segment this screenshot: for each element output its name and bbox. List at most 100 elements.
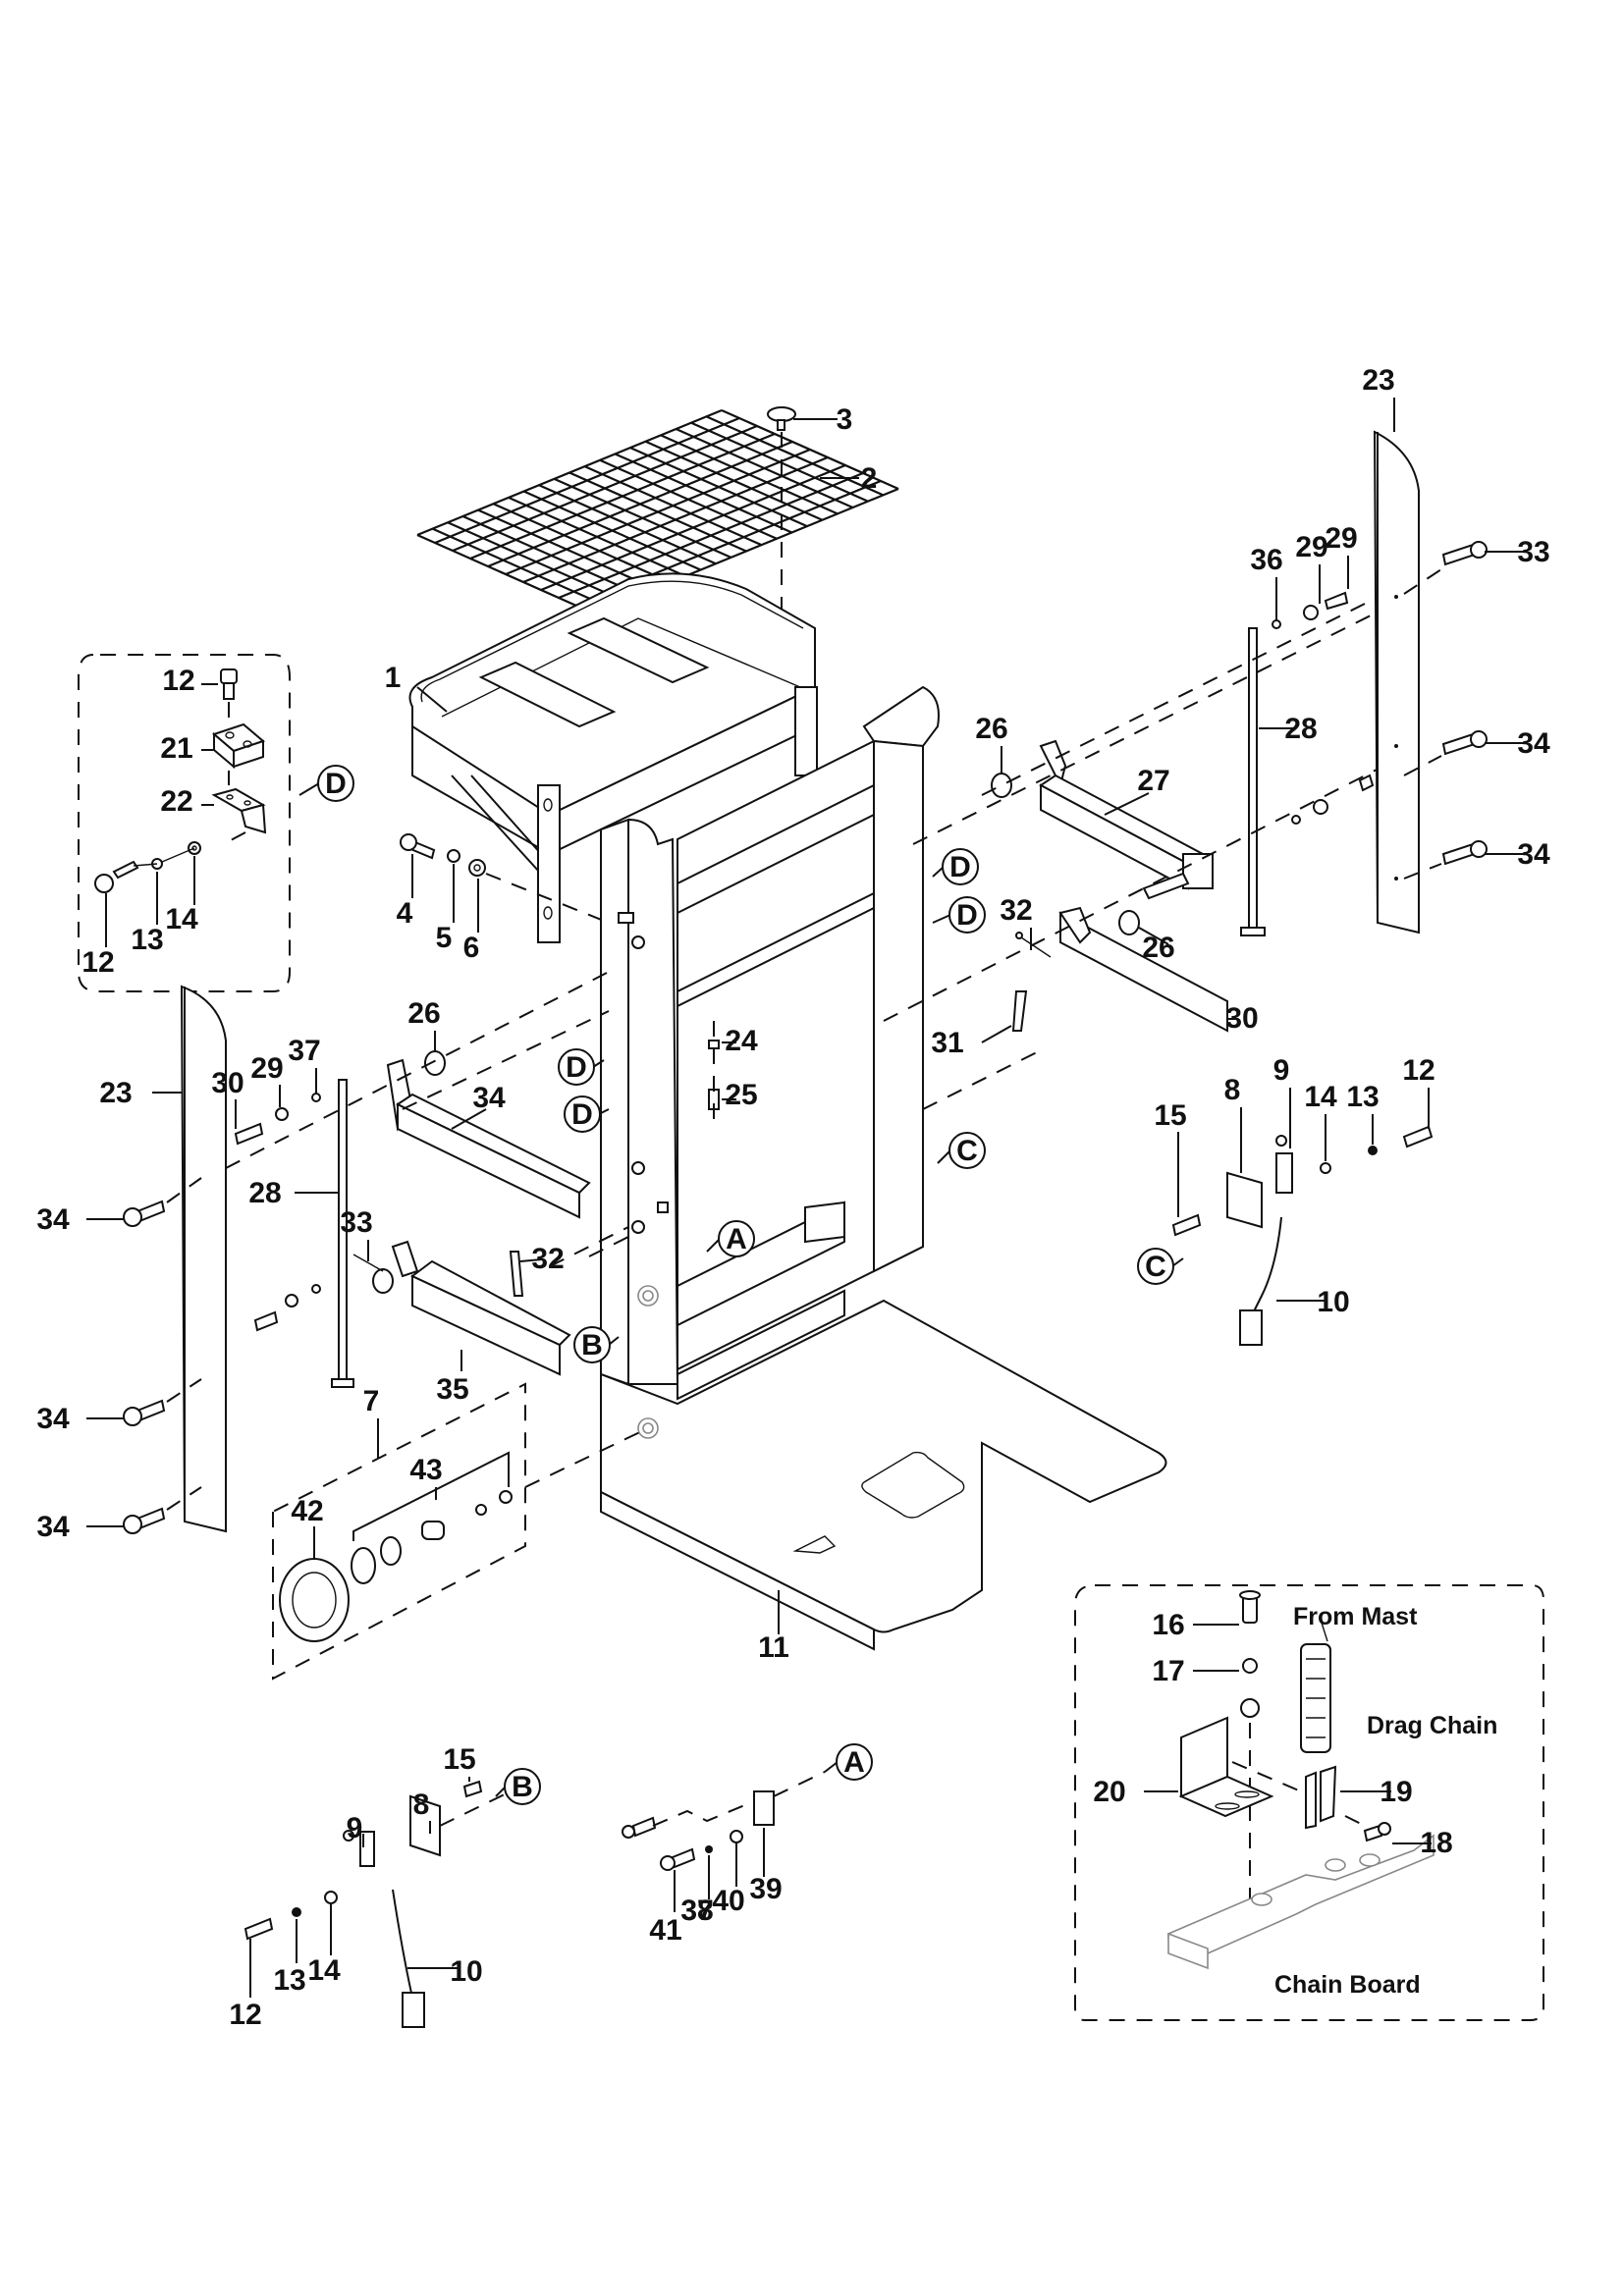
part-number-22: 22 <box>160 785 192 818</box>
marker-circle <box>836 1743 873 1781</box>
marker-letter: B <box>512 1771 533 1803</box>
part-number-33: 33 <box>1517 536 1549 568</box>
part-number-29: 29 <box>1325 522 1357 555</box>
part-number-2: 2 <box>861 462 878 495</box>
part-number-13: 13 <box>1346 1081 1379 1113</box>
side-panel-right <box>1373 430 1488 934</box>
part-number-8: 8 <box>413 1789 430 1821</box>
mesh-wire <box>469 432 776 561</box>
part-number-19: 19 <box>1380 1776 1412 1808</box>
left-arms <box>234 1050 591 1388</box>
reference-marker-a: A <box>824 1743 873 1781</box>
mesh-wire <box>452 424 758 553</box>
part-number-34: 34 <box>36 1403 70 1435</box>
part-number-5: 5 <box>436 922 453 954</box>
side-panel-left <box>123 985 227 1534</box>
limit-switch-left <box>244 1780 483 2028</box>
marker-leader <box>937 1149 951 1164</box>
leader-line <box>1138 927 1169 945</box>
part-number-23: 23 <box>1362 364 1394 397</box>
part-number-8: 8 <box>1224 1074 1241 1106</box>
part-number-10: 10 <box>1317 1286 1349 1318</box>
bolt-icon <box>1441 541 1488 866</box>
detail-box-d <box>78 654 291 992</box>
part-number-18: 18 <box>1420 1827 1452 1859</box>
reference-marker-d: D <box>932 848 979 885</box>
part-number-12: 12 <box>1402 1054 1435 1087</box>
part-number-12: 12 <box>162 665 194 697</box>
marker-circle <box>948 896 986 934</box>
part-number-13: 13 <box>273 1964 305 1997</box>
part-number-10: 10 <box>450 1955 482 1988</box>
part-number-36: 36 <box>1250 544 1282 576</box>
drag-chain-icon <box>1300 1643 1331 1753</box>
upper-right-arm <box>991 591 1375 1033</box>
leader-line <box>416 686 448 713</box>
pin-icon <box>618 912 669 1234</box>
block-icon <box>212 722 265 770</box>
part-number-26: 26 <box>975 713 1007 745</box>
reference-marker-c: C <box>937 1132 986 1169</box>
leader-line <box>981 1025 1012 1043</box>
mesh-wire <box>416 408 723 537</box>
main-frame <box>600 685 1167 1651</box>
part-number-28: 28 <box>1284 713 1317 745</box>
mesh-wire <box>505 448 811 576</box>
part-number-32: 32 <box>1000 894 1032 927</box>
part-number-42: 42 <box>291 1495 323 1527</box>
part-number-43: 43 <box>409 1454 442 1486</box>
clamp-block <box>622 1771 826 1871</box>
marker-leader <box>298 782 320 796</box>
chain-board-box <box>1074 1584 1544 2021</box>
part-number-14: 14 <box>1304 1081 1337 1113</box>
marker-letter: D <box>949 851 971 883</box>
marker-letter: C <box>1145 1251 1166 1283</box>
part-number-28: 28 <box>248 1177 281 1209</box>
part-number-40: 40 <box>712 1885 744 1917</box>
marker-circle <box>564 1095 601 1133</box>
bolt-washer-set <box>400 833 610 924</box>
marker-circle <box>718 1220 755 1257</box>
marker-leader <box>932 914 951 924</box>
part-number-11: 11 <box>758 1631 789 1664</box>
marker-letter: C <box>956 1135 978 1167</box>
part-number-9: 9 <box>1273 1054 1290 1087</box>
wheel-kit-box <box>272 1382 526 1681</box>
mesh-wire <box>540 463 846 592</box>
leader-line <box>519 1258 543 1262</box>
marker-letter: D <box>956 899 978 932</box>
part-number-21: 21 <box>160 732 192 765</box>
part-number-29: 29 <box>1295 531 1327 563</box>
part-number-15: 15 <box>1154 1099 1186 1132</box>
part-number-39: 39 <box>749 1873 782 1905</box>
part-number-35: 35 <box>436 1373 468 1406</box>
note-chain-board: Chain Board <box>1274 1971 1421 1999</box>
limit-switch-right <box>1171 1125 1434 1346</box>
reference-marker-a: A <box>706 1220 755 1257</box>
part-number-13: 13 <box>131 924 163 956</box>
part-number-6: 6 <box>463 932 480 964</box>
mesh-wire <box>434 416 740 545</box>
bolt-icon <box>123 1200 166 1534</box>
marker-letter: B <box>581 1329 603 1362</box>
reference-marker-c: C <box>1137 1248 1184 1285</box>
wire-mesh-grid <box>416 408 899 615</box>
part-number-1: 1 <box>385 662 402 694</box>
part-number-26: 26 <box>407 997 440 1030</box>
part-number-34: 34 <box>36 1203 70 1236</box>
part-number-24: 24 <box>725 1025 758 1057</box>
part-number-38: 38 <box>680 1895 713 1927</box>
marker-circle <box>504 1768 541 1805</box>
part-number-25: 25 <box>725 1079 757 1111</box>
part-number-30: 30 <box>1225 1002 1258 1035</box>
mesh-wire <box>558 471 864 600</box>
part-number-41: 41 <box>649 1914 681 1947</box>
part-number-12: 12 <box>229 1999 261 2031</box>
cap-screw-icon <box>94 860 139 893</box>
leader-line <box>1104 792 1150 816</box>
marker-circle <box>1137 1248 1174 1285</box>
part-number-31: 31 <box>931 1027 963 1059</box>
marker-letter: D <box>571 1098 593 1131</box>
part-number-14: 14 <box>165 903 198 935</box>
part-number-37: 37 <box>680 1895 713 1927</box>
